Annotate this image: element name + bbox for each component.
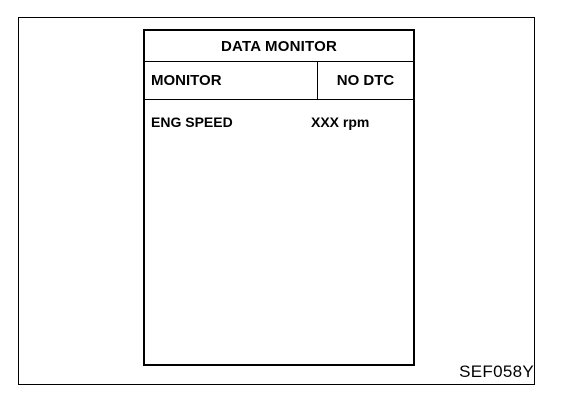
figure-reference-code: SEF058Y <box>459 362 534 381</box>
screen-title: DATA MONITOR <box>145 31 413 62</box>
monitor-header-label: MONITOR <box>145 62 318 99</box>
figure-frame <box>18 17 535 385</box>
dtc-status-label: NO DTC <box>336 72 395 89</box>
monitor-item-value: XXX rpm <box>311 114 370 130</box>
monitor-item-eng-speed: ENG SPEED XXX rpm <box>145 112 413 132</box>
monitor-data-list: ENG SPEED XXX rpm <box>145 100 413 132</box>
monitor-header-row: MONITOR NO DTC <box>145 62 413 100</box>
monitor-item-name: ENG SPEED <box>151 114 233 130</box>
data-monitor-screen: DATA MONITOR MONITOR NO DTC ENG SPEED XX… <box>143 29 415 366</box>
